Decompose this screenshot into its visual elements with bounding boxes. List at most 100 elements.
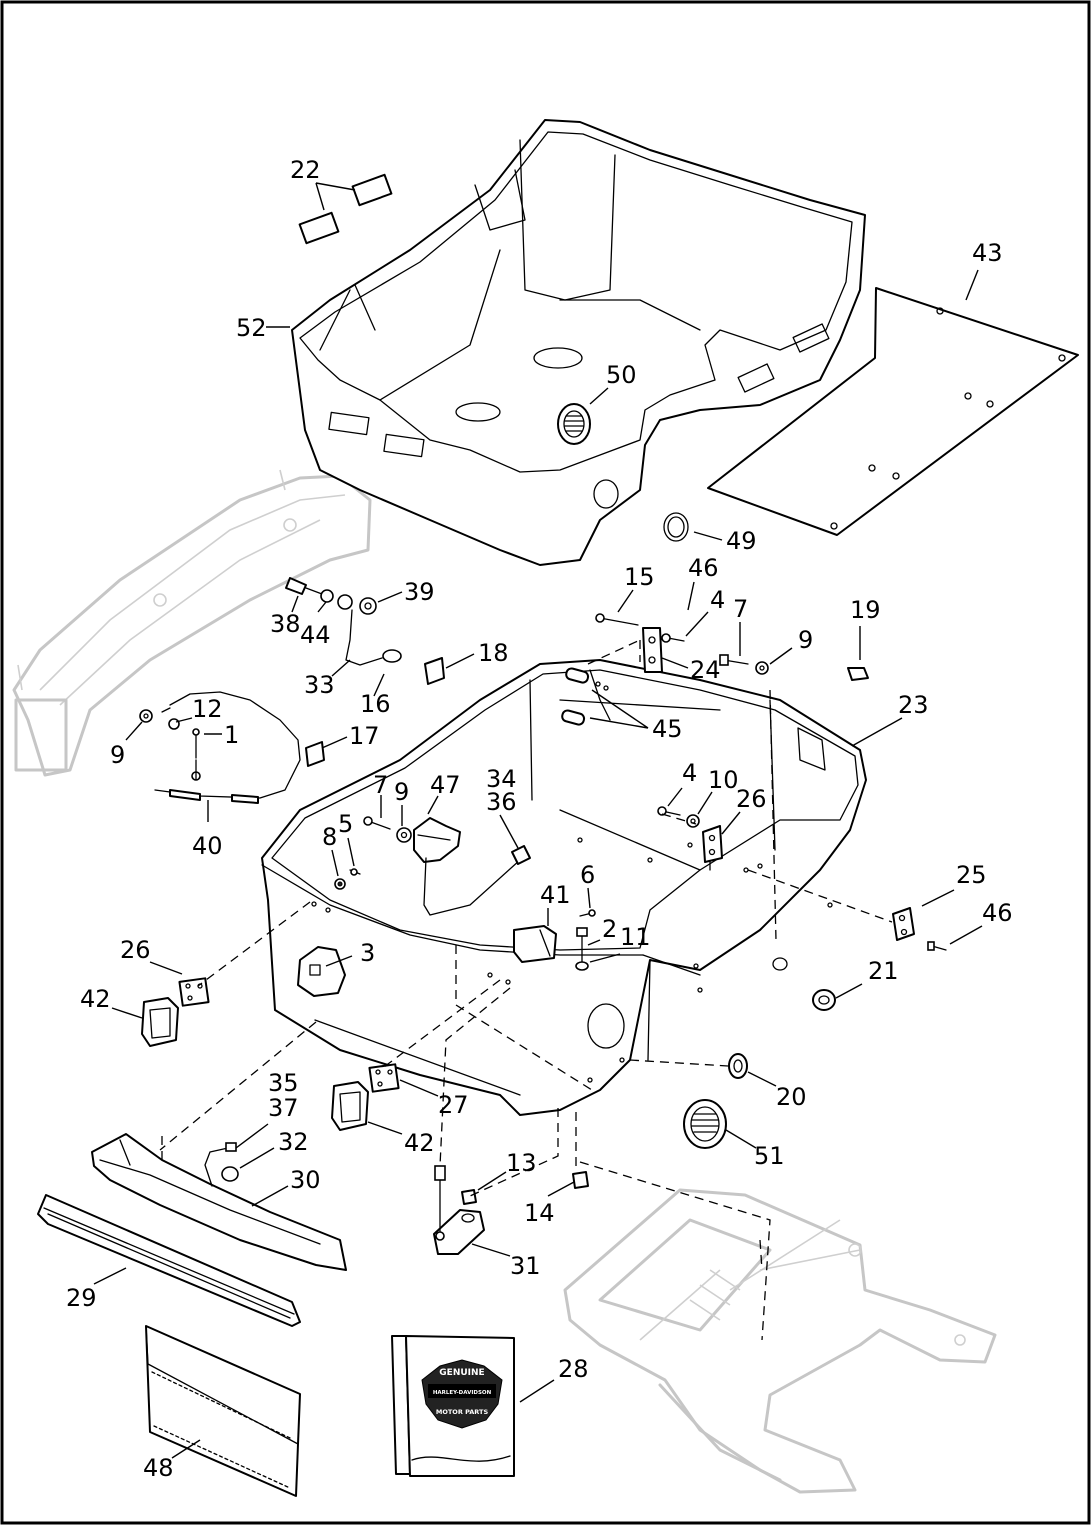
grille-51 bbox=[683, 1099, 727, 1149]
liner-52 bbox=[291, 119, 866, 566]
trim-29 bbox=[37, 1194, 301, 1327]
callout-20: 20 bbox=[776, 1083, 807, 1111]
callout-29: 29 bbox=[66, 1284, 97, 1312]
callout-51: 51 bbox=[754, 1142, 785, 1170]
callout-12: 12 bbox=[192, 695, 223, 723]
callout-31: 31 bbox=[510, 1252, 541, 1280]
callout-27: 27 bbox=[438, 1091, 469, 1119]
clip-17 bbox=[305, 741, 325, 767]
lock-41 bbox=[513, 909, 596, 971]
assembly-lines bbox=[159, 639, 893, 1341]
callout-45: 45 bbox=[652, 715, 683, 743]
cable-40 bbox=[139, 691, 301, 804]
callout-10: 10 bbox=[708, 766, 739, 794]
callout-15: 15 bbox=[624, 563, 655, 591]
callout-1: 1 bbox=[224, 721, 239, 749]
callout-16: 16 bbox=[360, 690, 391, 718]
callout-22: 22 bbox=[290, 156, 321, 184]
hinge-25 bbox=[892, 907, 947, 951]
bumper-42-left bbox=[141, 997, 179, 1047]
callout-8: 8 bbox=[322, 823, 337, 851]
callout-24: 24 bbox=[690, 656, 721, 684]
callout-46-upper: 46 bbox=[688, 554, 719, 582]
bumper-42-right bbox=[331, 1081, 369, 1131]
callout-40: 40 bbox=[192, 832, 223, 860]
pad-26-lower bbox=[178, 977, 210, 1007]
pads-22 bbox=[298, 173, 393, 245]
access-plate-3 bbox=[297, 946, 346, 997]
hardware-upper bbox=[595, 613, 869, 681]
hinge-26-upper bbox=[702, 825, 723, 863]
ghost-luggage-rack bbox=[563, 1188, 997, 1494]
callout-18: 18 bbox=[478, 639, 509, 667]
hinge-24 bbox=[642, 627, 663, 673]
callout-6: 6 bbox=[580, 861, 595, 889]
spacers-45 bbox=[561, 667, 590, 726]
grommet-21 bbox=[772, 957, 836, 1011]
callout-42-right: 42 bbox=[404, 1129, 435, 1157]
grommet-20 bbox=[728, 1053, 748, 1079]
callout-39: 39 bbox=[404, 578, 435, 606]
callout-38: 38 bbox=[270, 610, 301, 638]
ghost-side-rail bbox=[12, 469, 372, 777]
wiring-35-37 bbox=[204, 1142, 239, 1187]
callout-labels: 22 43 52 50 49 15 46 4 7 9 19 39 38 44 1… bbox=[66, 156, 1013, 1482]
clip-18 bbox=[424, 657, 445, 685]
callout-21: 21 bbox=[868, 957, 899, 985]
callout-7-mid: 7 bbox=[373, 771, 388, 799]
callout-42-left: 42 bbox=[80, 985, 111, 1013]
callout-4-upper: 4 bbox=[710, 586, 725, 614]
callout-23: 23 bbox=[898, 691, 929, 719]
callout-26-mid: 26 bbox=[736, 785, 767, 813]
callout-30: 30 bbox=[290, 1166, 321, 1194]
grille-50 bbox=[557, 403, 591, 445]
callout-26-left: 26 bbox=[120, 936, 151, 964]
callout-41: 41 bbox=[540, 881, 571, 909]
callout-17: 17 bbox=[349, 722, 380, 750]
callout-9-mid: 9 bbox=[394, 778, 409, 806]
callout-48: 48 bbox=[143, 1454, 174, 1482]
callout-9-upper: 9 bbox=[798, 626, 813, 654]
bracket-31 bbox=[433, 1165, 589, 1255]
callout-32: 32 bbox=[278, 1128, 309, 1156]
logo-bottom-text: MOTOR PARTS bbox=[436, 1408, 489, 1416]
callout-34: 34 bbox=[486, 765, 517, 793]
callout-2: 2 bbox=[602, 915, 617, 943]
callout-47: 47 bbox=[430, 771, 461, 799]
callout-43: 43 bbox=[972, 239, 1003, 267]
clip-49 bbox=[663, 512, 689, 542]
callout-36: 36 bbox=[486, 788, 517, 816]
callout-14: 14 bbox=[524, 1199, 555, 1227]
pad-27 bbox=[368, 1063, 400, 1093]
callout-28: 28 bbox=[558, 1355, 589, 1383]
logo-brand-text: HARLEY-DAVIDSON bbox=[433, 1390, 492, 1396]
callout-19: 19 bbox=[850, 596, 881, 624]
callout-7-upper: 7 bbox=[733, 595, 748, 623]
logo-top-text: GENUINE bbox=[439, 1368, 484, 1378]
callout-13: 13 bbox=[506, 1149, 537, 1177]
callout-44: 44 bbox=[300, 621, 331, 649]
callout-46-right: 46 bbox=[982, 899, 1013, 927]
callout-50: 50 bbox=[606, 361, 637, 389]
mat-43 bbox=[707, 287, 1079, 536]
genuine-parts-logo: GENUINE HARLEY-DAVIDSON MOTOR PARTS bbox=[421, 1359, 503, 1429]
callout-4-mid: 4 bbox=[682, 759, 697, 787]
callout-35: 35 bbox=[268, 1069, 299, 1097]
callout-49: 49 bbox=[726, 527, 757, 555]
callout-9-left: 9 bbox=[110, 741, 125, 769]
parts-book-28: GENUINE HARLEY-DAVIDSON MOTOR PARTS bbox=[391, 1335, 515, 1477]
harness-33 bbox=[285, 577, 402, 666]
callout-5: 5 bbox=[338, 810, 353, 838]
callout-3: 3 bbox=[360, 939, 375, 967]
shell-23 bbox=[261, 659, 867, 1116]
callout-37: 37 bbox=[268, 1094, 299, 1122]
pouch-48 bbox=[145, 1325, 301, 1497]
callout-52: 52 bbox=[236, 314, 267, 342]
callout-33: 33 bbox=[304, 671, 335, 699]
callout-25: 25 bbox=[956, 861, 987, 889]
leader-lines bbox=[93, 182, 983, 1459]
callout-11: 11 bbox=[620, 923, 651, 951]
